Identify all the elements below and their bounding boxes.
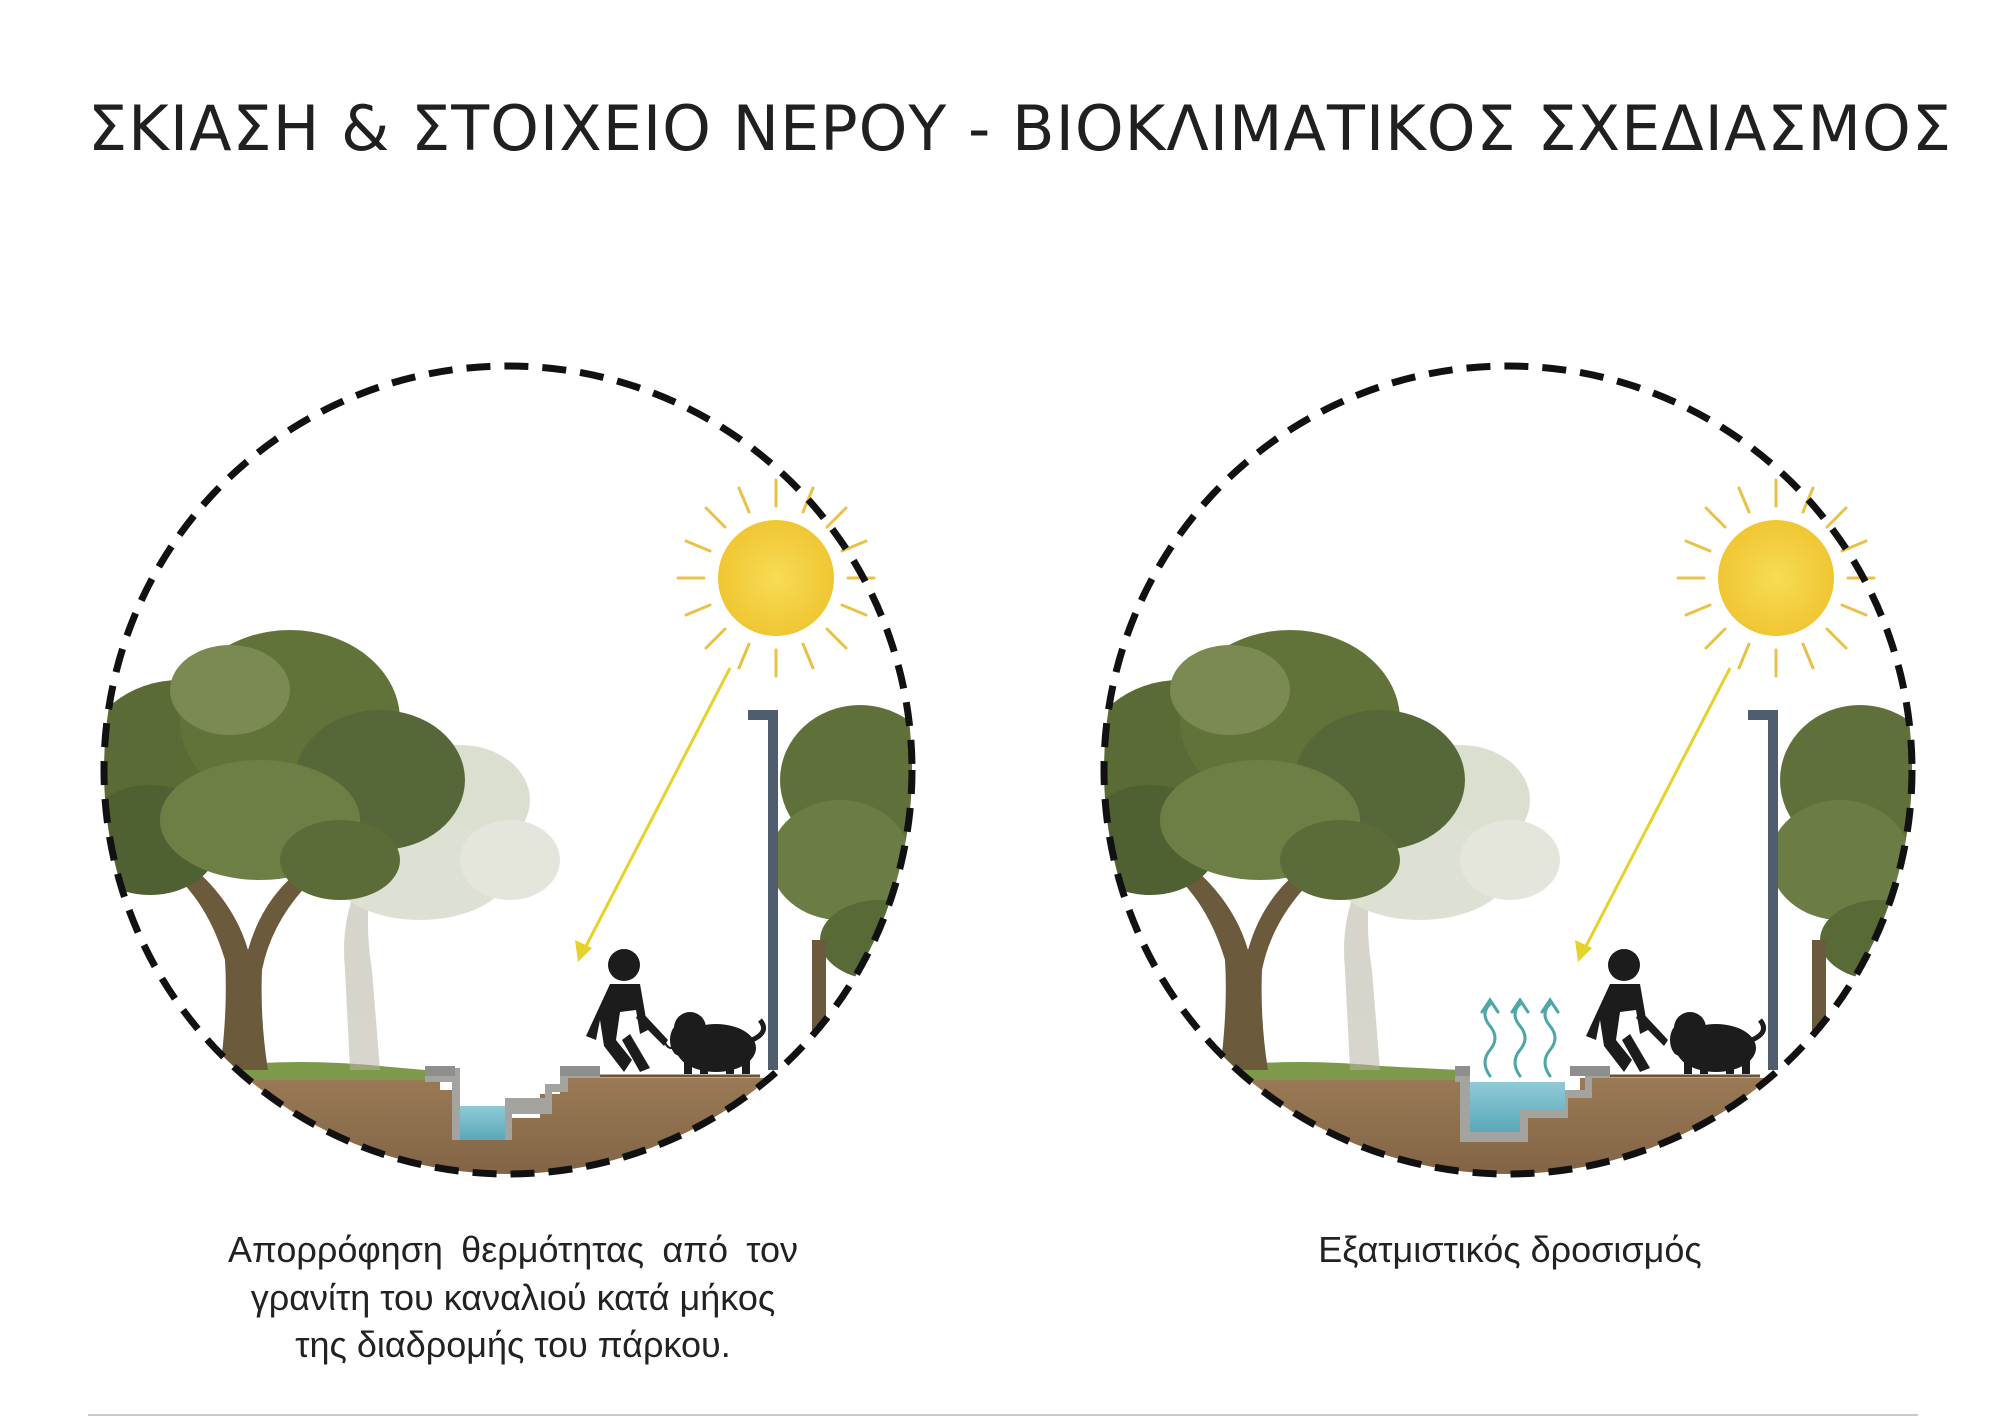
page-title: ΣΚΙΑΣΗ & ΣΤΟΙΧΕΙΟ ΝΕΡΟΥ - ΒΙΟΚΛΙΜΑΤΙΚΟΣ … xyxy=(88,92,1953,165)
caption-line: γρανίτη του καναλιού κατά μήκος xyxy=(250,1276,776,1318)
steam-icon xyxy=(1480,997,1560,1078)
caption-evaporative-cooling: Εξατμιστικός δροσισμός xyxy=(1300,1226,1720,1274)
panel-left xyxy=(100,362,916,1178)
dog-silhouette-icon xyxy=(1670,1012,1767,1074)
stone-ledge xyxy=(1455,1066,1470,1076)
caption-line: Εξατμιστικός δροσισμός xyxy=(1318,1229,1702,1270)
olive-tree-icon xyxy=(104,630,465,1070)
water-channel xyxy=(1470,1082,1565,1132)
panel-right xyxy=(1100,362,1916,1178)
child-silhouette-icon xyxy=(586,949,668,1072)
child-silhouette-icon xyxy=(1586,949,1668,1072)
olive-tree-icon xyxy=(1104,630,1465,1070)
bottom-divider xyxy=(88,1414,1918,1416)
dog-silhouette-icon xyxy=(663,1012,767,1074)
dashed-circle-frame xyxy=(1100,362,1916,1178)
caption-line: Απορρόφηση θερμότητας από τον xyxy=(228,1229,798,1270)
dashed-circle-frame xyxy=(100,362,916,1178)
sun-icon xyxy=(676,478,876,678)
stone-ledge xyxy=(425,1066,455,1076)
arrow-icon xyxy=(1575,667,1732,962)
lamp-post-icon xyxy=(1748,710,1778,1070)
stone-ledge xyxy=(560,1066,600,1076)
caption-heat-absorption: Απορρόφηση θερμότητας από τον γρανίτη το… xyxy=(228,1226,798,1369)
caption-line: της διαδρομής του πάρκου. xyxy=(295,1324,731,1366)
grass-strip xyxy=(1220,1062,1460,1080)
water-channel xyxy=(460,1106,505,1140)
sun-icon xyxy=(1676,478,1876,678)
stone-ledge xyxy=(1570,1066,1610,1076)
lamp-post-icon xyxy=(748,710,778,1070)
arrow-icon xyxy=(575,667,732,962)
